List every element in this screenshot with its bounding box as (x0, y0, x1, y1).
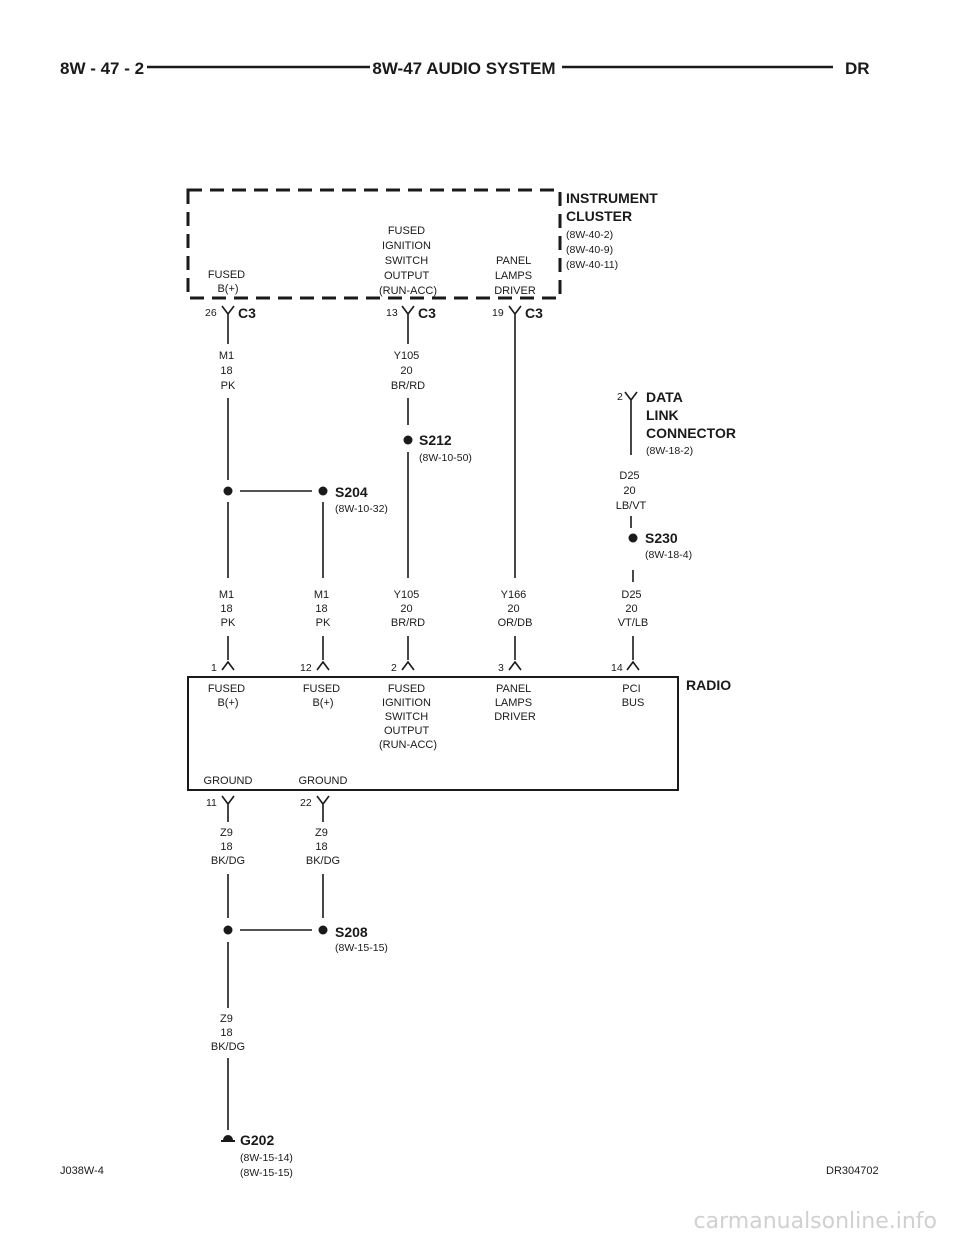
wire-label-y166: Y166 20 OR/DB (498, 589, 533, 629)
section-code: DR (845, 59, 870, 78)
radio-title: RADIO (686, 677, 731, 693)
splice-s204-ref: (8W-10-32) (335, 503, 388, 515)
data-link-connector-pin: 2 (617, 391, 638, 455)
svg-text:19: 19 (492, 307, 504, 319)
wire-label-d25: D25 20 VT/LB (618, 589, 649, 629)
splice-s208-name: S208 (335, 924, 368, 940)
ground-g202-name: G202 (240, 1132, 274, 1148)
splice-dot (403, 435, 413, 445)
instrument-cluster-title-2: CLUSTER (566, 208, 632, 224)
wire-label-z9: Z9 18 BK/DG (306, 827, 340, 867)
svg-text:C3: C3 (525, 305, 543, 321)
splice-s204-name: S204 (335, 484, 368, 500)
footer-left-code: J038W-4 (60, 1165, 104, 1177)
splice-dot (628, 533, 638, 543)
radio-pin-label: PCI BUS (622, 683, 645, 709)
wire-label-m1: M1 18 PK (219, 589, 237, 629)
svg-text:C3: C3 (418, 305, 436, 321)
data-link-connector-ref: (8W-18-2) (646, 445, 693, 457)
svg-text:12: 12 (300, 662, 312, 674)
cluster-connector-pin: 26 C3 (205, 305, 256, 322)
watermark: carmanualsonline.info (694, 1209, 937, 1234)
radio-ground-label: GROUND (299, 775, 348, 787)
svg-text:26: 26 (205, 307, 217, 319)
wire-label-y105: Y105 20 BR/RD (391, 350, 425, 392)
radio-ground-pin: 22 (300, 795, 330, 822)
footer-right-code: DR304702 (826, 1165, 879, 1177)
radio-connector-pin: 3 (498, 660, 522, 674)
wire-label-m1: M1 18 PK (314, 589, 332, 629)
splice-dot (223, 925, 233, 935)
radio-connector-pin: 14 (611, 660, 640, 674)
ground-symbol-icon (221, 1135, 235, 1142)
ground-g202-ref: (8W-15-14) (240, 1152, 293, 1164)
svg-text:C3: C3 (238, 305, 256, 321)
instrument-cluster-ref: (8W-40-11) (566, 259, 618, 271)
wire-label-y105: Y105 20 BR/RD (391, 589, 425, 629)
cluster-connector-pin: 13 C3 (386, 305, 436, 322)
radio-ground-pin: 11 (206, 795, 235, 822)
wire-label-d25: D25 20 LB/VT (616, 470, 647, 512)
page-title: 8W-47 AUDIO SYSTEM (372, 59, 555, 78)
svg-text:11: 11 (206, 797, 217, 809)
splice-dot (223, 486, 233, 496)
splice-s212-ref: (8W-10-50) (419, 452, 472, 464)
ground-g202-ref: (8W-15-15) (240, 1167, 293, 1179)
radio-pin-label: PANEL LAMPS DRIVER (494, 683, 536, 723)
radio-pin-label: FUSED IGNITION SWITCH OUTPUT (RUN-ACC) (379, 683, 437, 751)
wire-label-m1: M1 18 PK (219, 350, 237, 392)
radio-ground-label: GROUND (204, 775, 253, 787)
data-link-connector-title: DATA LINK CONNECTOR (646, 389, 736, 441)
radio-connector-pin: 2 (391, 660, 415, 674)
svg-text:1: 1 (211, 662, 217, 674)
svg-text:2: 2 (617, 391, 623, 403)
splice-s230-ref: (8W-18-4) (645, 549, 692, 561)
svg-text:3: 3 (498, 662, 504, 674)
splice-s212-name: S212 (419, 432, 452, 448)
cluster-pin-label: PANEL LAMPS DRIVER (494, 255, 536, 297)
svg-text:22: 22 (300, 797, 312, 809)
wire-label-z9: Z9 18 BK/DG (211, 827, 245, 867)
splice-dot (318, 486, 328, 496)
wire-label-z9: Z9 18 BK/DG (211, 1013, 245, 1053)
instrument-cluster-ref: (8W-40-9) (566, 244, 613, 256)
splice-s230-name: S230 (645, 530, 678, 546)
svg-text:2: 2 (391, 662, 397, 674)
page-number: 8W - 47 - 2 (60, 59, 144, 78)
radio-pin-label: FUSED B(+) (303, 683, 343, 709)
splice-dot (318, 925, 328, 935)
cluster-pin-label: FUSED B(+) (208, 269, 248, 295)
instrument-cluster-box (186, 188, 562, 300)
instrument-cluster-ref: (8W-40-2) (566, 229, 613, 241)
splice-s208-ref: (8W-15-15) (335, 942, 388, 954)
radio-box (187, 676, 679, 791)
cluster-pin-label: FUSED IGNITION SWITCH OUTPUT (RUN-ACC) (379, 225, 437, 297)
cluster-connector-pin: 19 C3 (492, 305, 543, 322)
svg-text:13: 13 (386, 307, 398, 319)
radio-pin-label: FUSED B(+) (208, 683, 248, 709)
radio-connector-pin: 12 (300, 660, 330, 674)
radio-connector-pin: 1 (211, 660, 235, 674)
svg-text:14: 14 (611, 662, 623, 674)
instrument-cluster-title-1: INSTRUMENT (566, 190, 658, 206)
